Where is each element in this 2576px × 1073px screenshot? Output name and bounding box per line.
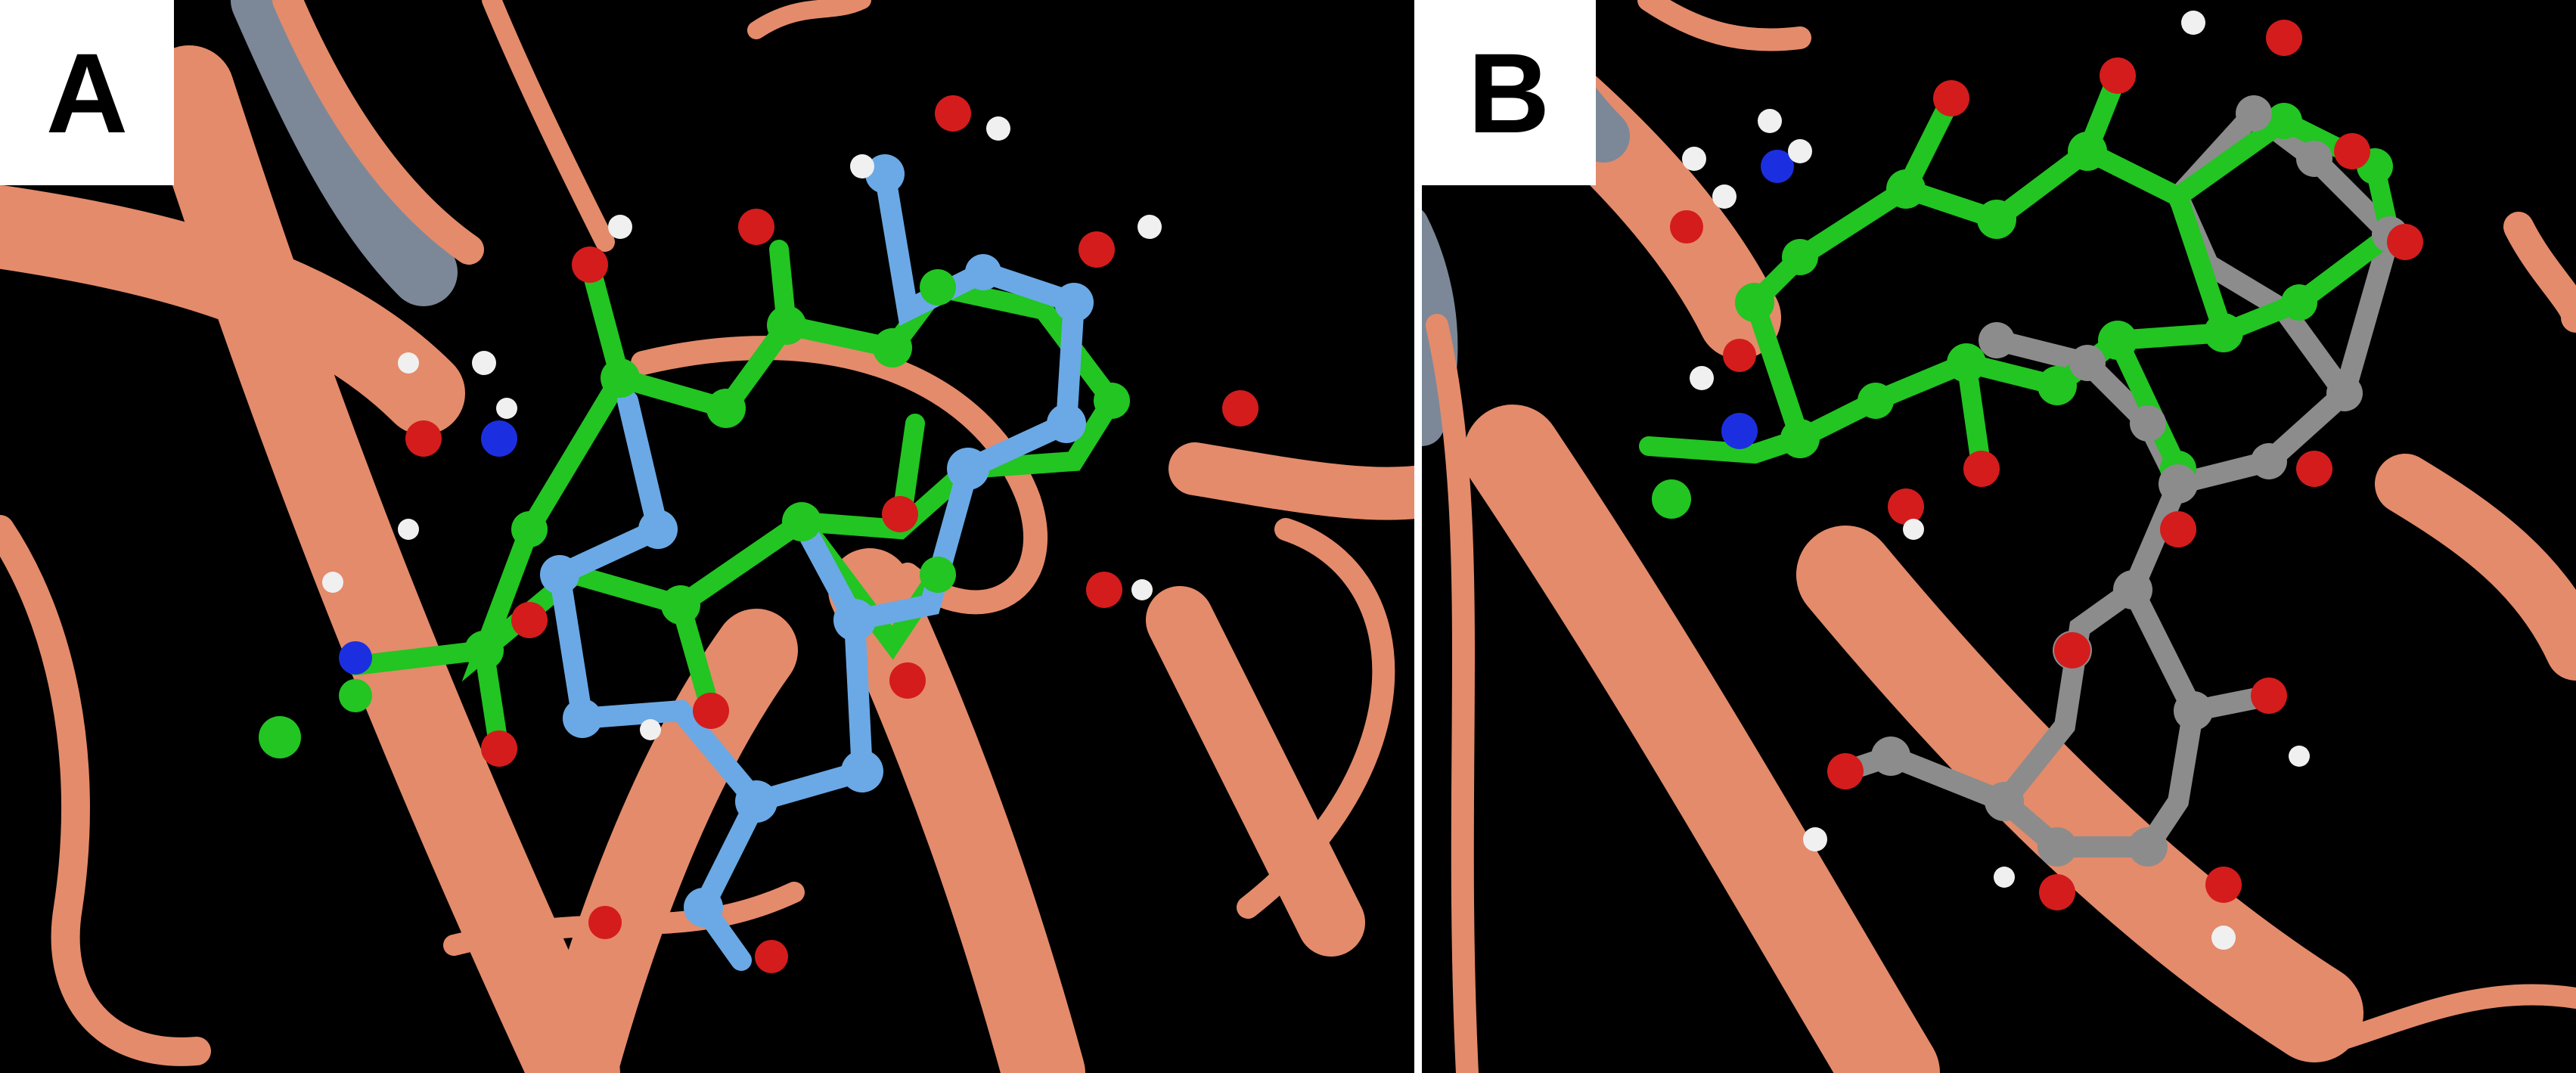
panel-label-a: A xyxy=(0,0,174,185)
panel-label-a-text: A xyxy=(45,29,129,157)
molecular-scene-b xyxy=(1422,0,2576,1073)
ligand-atoms-b xyxy=(1652,11,2423,950)
panel-a: A xyxy=(0,0,1422,1073)
panel-label-b: B xyxy=(1422,0,1596,185)
ligand-atoms-a xyxy=(259,95,1259,973)
protein-ribbon-a xyxy=(0,0,1422,1073)
molecular-scene-a xyxy=(0,0,1422,1073)
panel-label-b-text: B xyxy=(1467,29,1550,157)
panel-b: B xyxy=(1422,0,2576,1073)
